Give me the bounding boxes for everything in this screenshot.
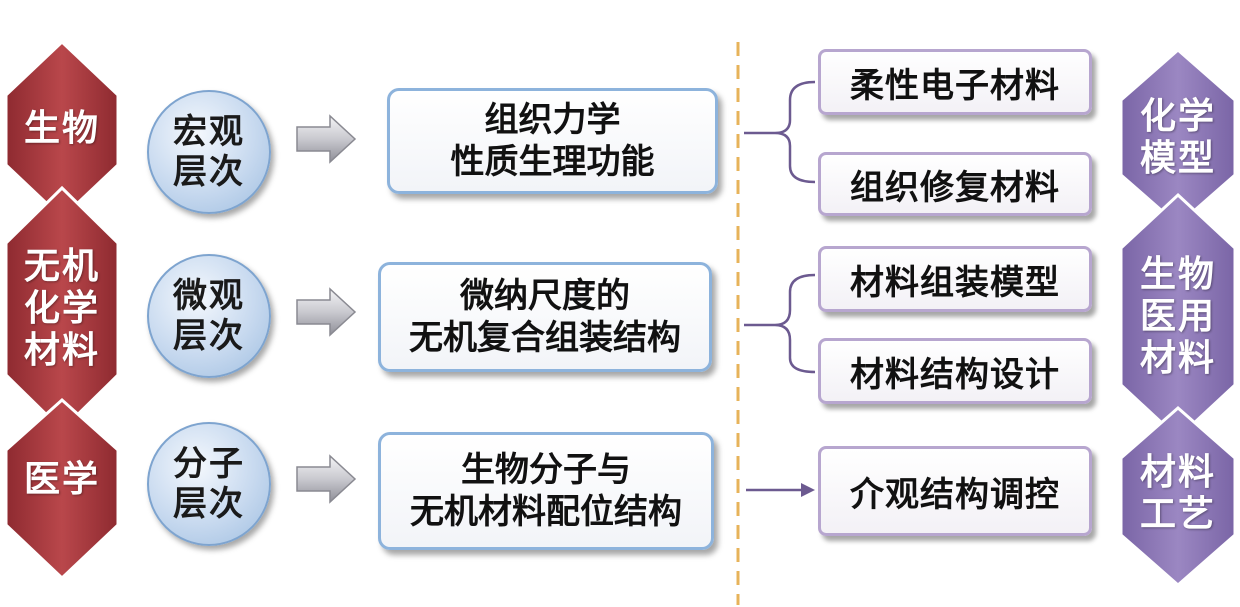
concept-box-micro: 微纳尺度的 无机复合组装结构 [378,262,712,372]
level-circle-micro: 微观 层次 [147,254,271,378]
app-text-structure-design: 材料结构设计 [850,354,1060,395]
level-label-molecular: 分子 层次 [173,444,245,524]
app-box-mesoscale-control: 介观结构调控 [818,446,1092,536]
app-box-tissue-repair: 组织修复材料 [818,152,1092,216]
app-text-flexible-electronics: 柔性电子材料 [850,65,1060,106]
block-arrow-1 [296,114,357,164]
level-label-micro: 微观 层次 [173,276,245,356]
bracket-2 [774,273,816,374]
block-arrow-2 [296,287,357,337]
app-text-assembly-model: 材料组装模型 [850,262,1060,303]
right-label-chemical-model: 化学 模型 [1139,96,1216,179]
level-label-macro: 宏观 层次 [173,112,245,192]
right-label-material-process: 材料 工艺 [1139,452,1216,535]
left-label-biology: 生物 [23,108,100,149]
level-circle-molecular: 分子 层次 [147,422,271,546]
app-text-mesoscale-control: 介观结构调控 [850,474,1060,515]
concept-text-micro: 微纳尺度的 无机复合组装结构 [409,276,681,358]
right-label-biomedical-materials: 生物 医用 材料 [1139,254,1216,379]
right-hexagon-3 [1119,406,1237,587]
app-box-assembly-model: 材料组装模型 [818,246,1092,312]
concept-box-molecular: 生物分子与 无机材料配位结构 [378,432,714,550]
arrow-3-head [801,483,815,497]
left-hexagon-3 [4,397,120,581]
concept-box-macro: 组织力学 性质生理功能 [387,88,718,194]
concept-text-molecular: 生物分子与 无机材料配位结构 [410,450,682,532]
block-arrow-3 [296,454,357,504]
level-circle-macro: 宏观 层次 [147,90,271,214]
left-label-inorganic-chemistry-materials: 无机 化学 材料 [23,246,100,371]
app-box-flexible-electronics: 柔性电子材料 [818,49,1092,115]
app-text-tissue-repair: 组织修复材料 [850,167,1060,208]
app-box-structure-design: 材料结构设计 [818,338,1092,404]
concept-text-macro: 组织力学 性质生理功能 [450,100,655,182]
left-label-medicine: 医学 [23,459,100,500]
bracket-1 [774,80,816,184]
